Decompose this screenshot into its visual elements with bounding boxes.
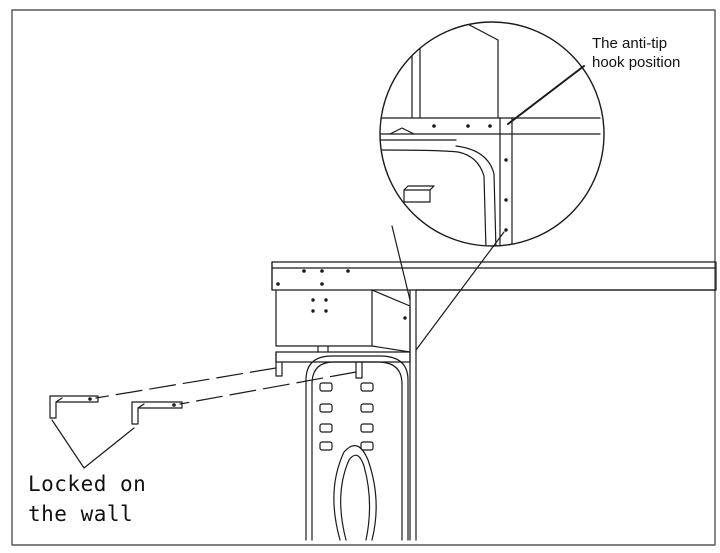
wall-label-line-2: the wall bbox=[28, 502, 134, 526]
wall-label-line-1: Locked on bbox=[28, 472, 147, 496]
hook-pointer bbox=[507, 65, 585, 125]
wall-label-pointer bbox=[51, 419, 135, 469]
cabinet-side bbox=[409, 289, 417, 541]
magnifier-connector bbox=[391, 225, 505, 351]
wall-bracket-right bbox=[131, 401, 183, 425]
alignment-lines bbox=[95, 367, 357, 405]
countertop bbox=[271, 261, 717, 291]
control-buttons bbox=[319, 382, 374, 451]
wall-bracket-left bbox=[49, 395, 99, 419]
drawer-box bbox=[275, 289, 411, 353]
hook-label-line-1: The anti-tip bbox=[592, 35, 668, 52]
mounted-bracket bbox=[275, 345, 411, 379]
detail-magnifier bbox=[379, 21, 605, 247]
appliance-body bbox=[305, 355, 409, 541]
frame-border bbox=[11, 9, 716, 546]
hook-label-line-2: hook position bbox=[592, 54, 681, 71]
